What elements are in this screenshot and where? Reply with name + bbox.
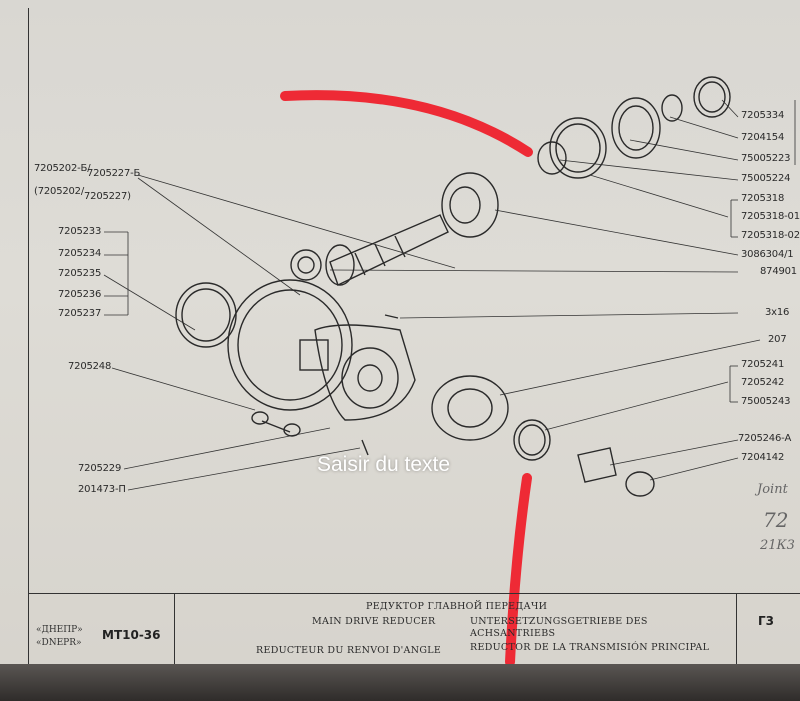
part-number-7205202: (7205202/	[34, 186, 85, 197]
part-number-7205248: 7205248	[68, 361, 112, 372]
part-number-7205235: 7205235	[58, 268, 102, 279]
drawing-frame	[28, 8, 800, 668]
title-en: MAIN DRIVE REDUCER	[312, 616, 436, 627]
table-edge	[0, 664, 800, 701]
brand-ru: «ДНЕПР»	[36, 625, 83, 635]
part-number-7205318-02: 7205318-02	[741, 230, 800, 241]
part-number-75005224: 75005224	[741, 173, 791, 184]
part-number-7205246-a: 7205246-А	[738, 433, 792, 444]
title-block-sheet-cell: Г3	[738, 594, 800, 664]
part-number-7205236: 7205236	[58, 289, 102, 300]
handwritten-note-joint: Joint	[757, 482, 788, 497]
title-fr: REDUCTEUR DU RENVOI D'ANGLE	[256, 645, 442, 656]
part-number-7205241: 7205241	[741, 359, 785, 370]
title-es: REDUCTOR DE LA TRANSMISIÓN PRINCIPAL	[470, 642, 710, 653]
part-number-7205229: 7205229	[78, 463, 122, 474]
part-number-7205237: 7205237	[58, 308, 102, 319]
part-number-207: 207	[768, 334, 787, 345]
part-number-75005243: 75005243	[741, 396, 791, 407]
title-block-brand-cell: «ДНЕПР» «DNEPR» МТ10-36	[28, 594, 175, 664]
part-number-7205202-b: 7205202-Б/	[34, 163, 91, 174]
part-number-201473-p: 201473-П	[78, 484, 126, 495]
part-number-3x16: 3x16	[765, 307, 790, 318]
part-number-7205227: 7205227)	[84, 191, 131, 202]
title-ru: РЕДУКТОР ГЛАВНОЙ ПЕРЕДАЧИ	[366, 601, 548, 612]
title-de-2: ACHSANTRIEBS	[470, 628, 556, 639]
brand-en: «DNEPR»	[36, 638, 82, 648]
part-number-874901: 874901	[760, 266, 797, 277]
title-block-title-cell: РЕДУКТОР ГЛАВНОЙ ПЕРЕДАЧИ MAIN DRIVE RED…	[176, 594, 737, 664]
part-number-7204154: 7204154	[741, 132, 785, 143]
handwritten-note-72: 72	[763, 508, 789, 532]
part-number-7205334: 7205334	[741, 110, 785, 121]
part-number-7205318-01: 7205318-01	[741, 211, 800, 222]
part-number-7205234: 7205234	[58, 248, 102, 259]
text-entry-overlay[interactable]: Saisir du texte	[317, 453, 451, 476]
sheet-code: Г3	[758, 614, 774, 628]
title-de: UNTERSETZUNGSGETRIEBE DES	[470, 616, 648, 627]
part-number-7205318: 7205318	[741, 193, 785, 204]
part-number-75005223: 75005223	[741, 153, 791, 164]
handwritten-note-21k3: 21К3	[760, 538, 795, 553]
part-number-7205242: 7205242	[741, 377, 785, 388]
part-number-3086304-1: 3086304/1	[741, 249, 794, 260]
part-number-7205233: 7205233	[58, 226, 102, 237]
part-number-7205227-b: 7205227-Б	[87, 168, 141, 179]
model-number: МТ10-36	[102, 628, 161, 642]
title-block: «ДНЕПР» «DNEPR» МТ10-36 РЕДУКТОР ГЛАВНОЙ…	[28, 593, 800, 664]
part-number-7204142: 7204142	[741, 452, 785, 463]
